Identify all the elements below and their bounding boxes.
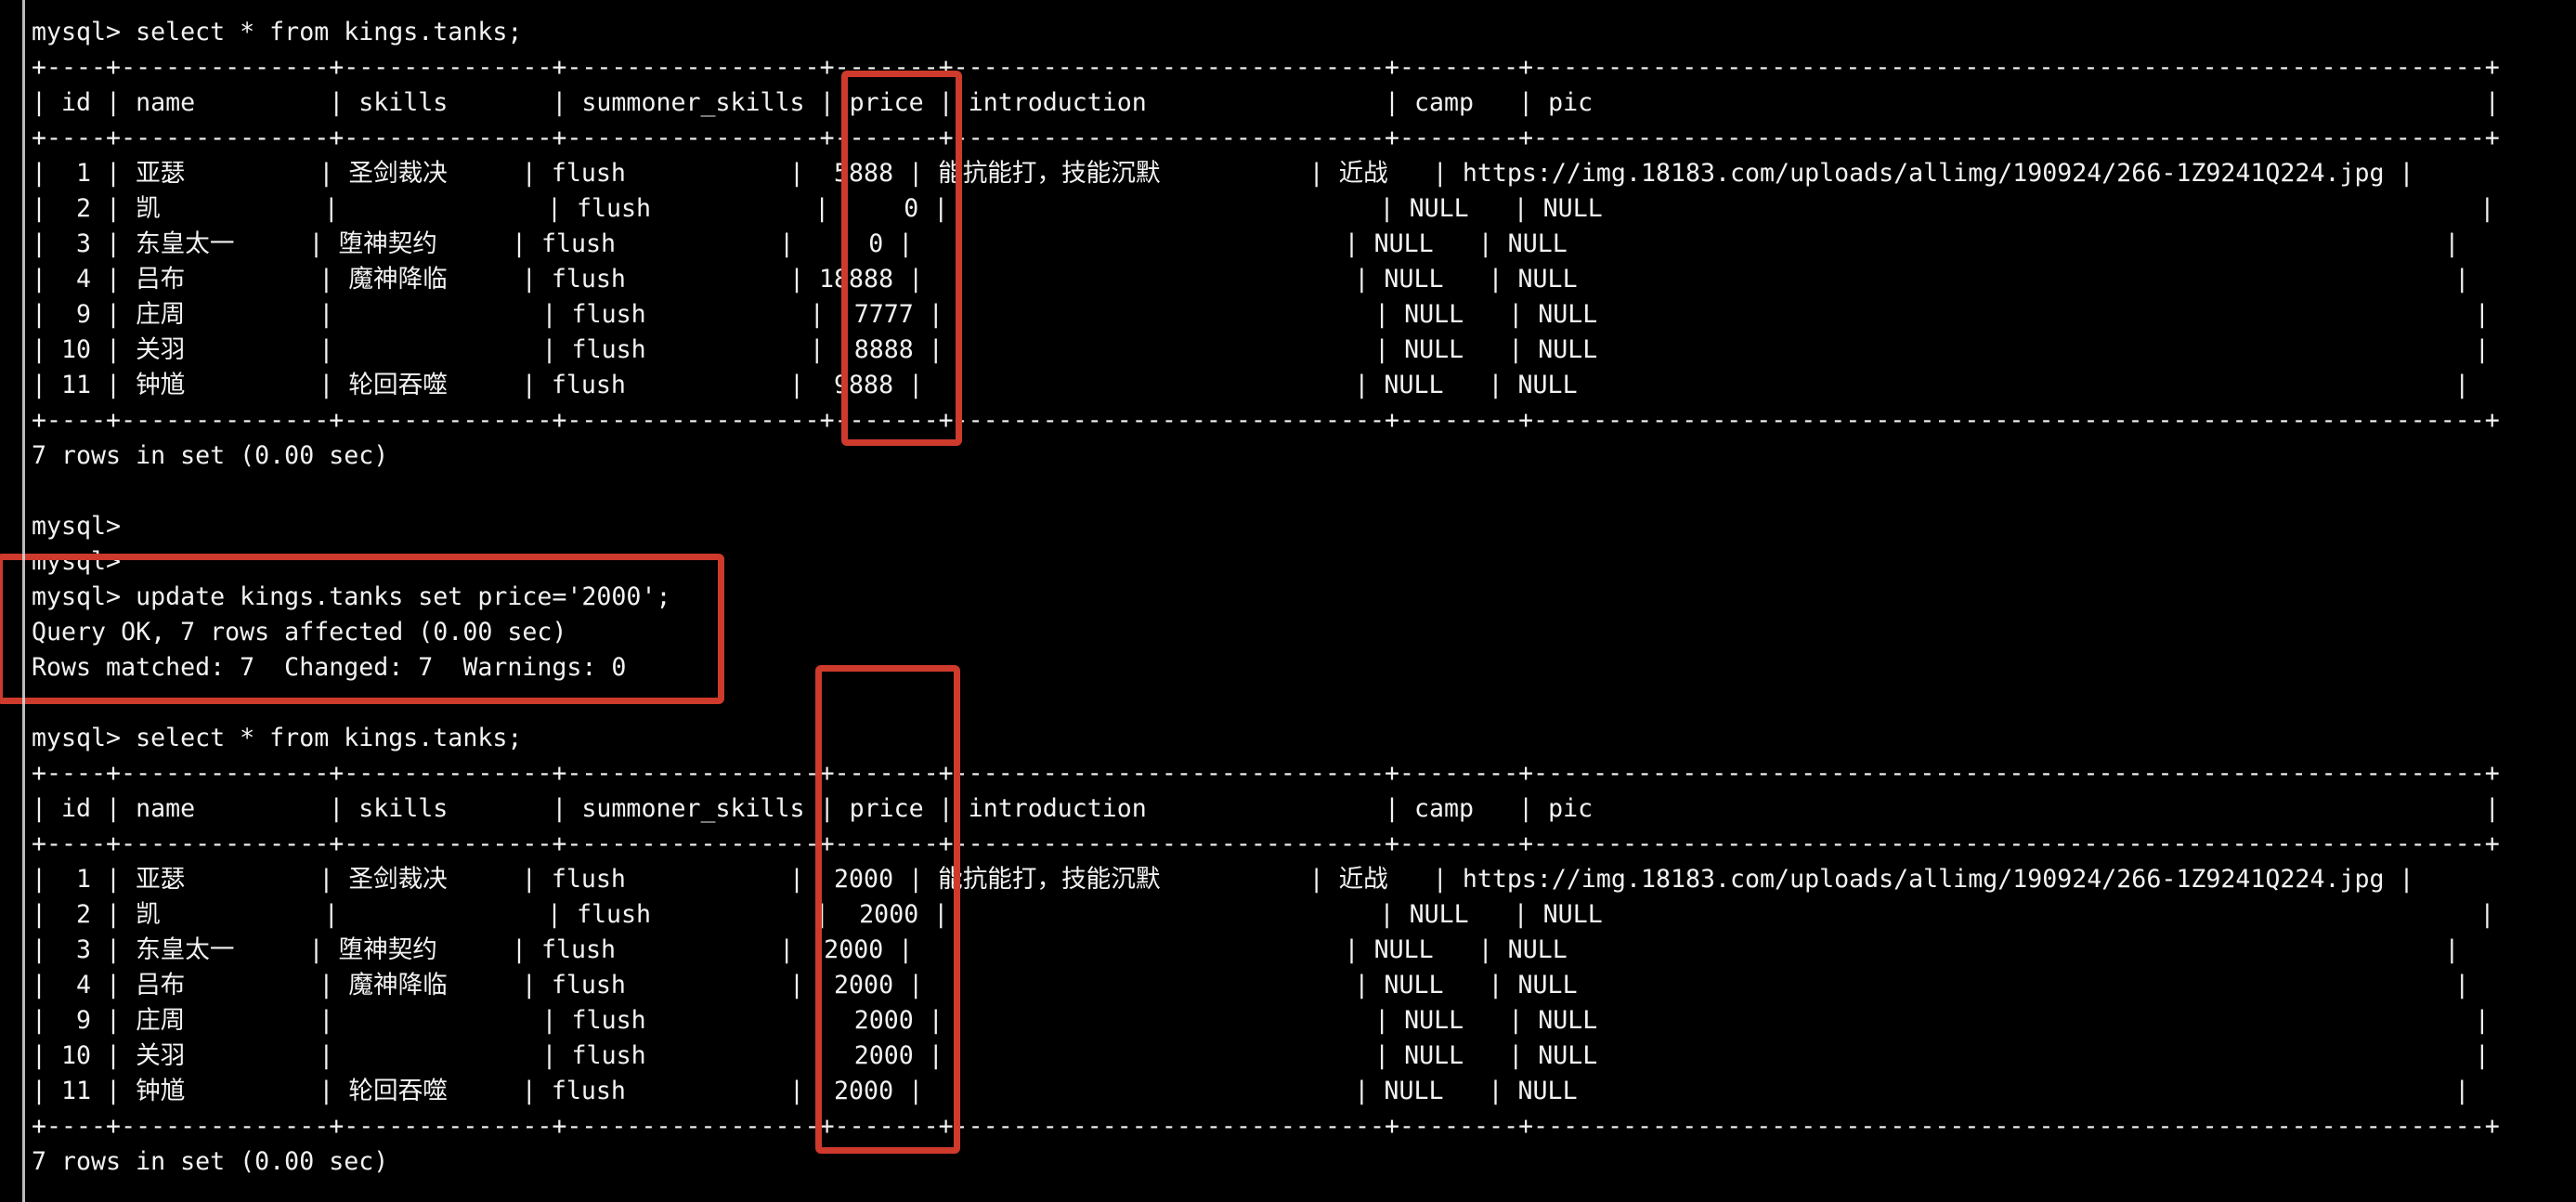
terminal-line: | 1 | 亚瑟 | 圣剑裁决 | flush | 2000 | 能抗能打，技能… (32, 865, 2414, 894)
terminal-line: +----+--------------+--------------+----… (32, 759, 2500, 788)
terminal-line: | 2 | 凯 | | flush | 2000 | | NULL | NULL… (32, 900, 2495, 929)
terminal-line: +----+--------------+--------------+----… (32, 1112, 2500, 1141)
terminal-line: 7 rows in set (0.00 sec) (32, 441, 389, 470)
window-edge-line (22, 0, 25, 1202)
terminal-line: mysql> select * from kings.tanks; (32, 724, 523, 752)
terminal-line: +----+--------------+--------------+----… (32, 124, 2500, 152)
terminal-line (32, 686, 2500, 721)
terminal-line: +----+--------------+--------------+----… (32, 406, 2500, 435)
terminal-line: Rows matched: 7 Changed: 7 Warnings: 0 (32, 653, 627, 682)
terminal-line: | id | name | skills | summoner_skills |… (32, 794, 2500, 823)
terminal-line: | 10 | 关羽 | | flush | 8888 | | NULL | NU… (32, 335, 2490, 364)
terminal-line: | id | name | skills | summoner_skills |… (32, 88, 2500, 117)
terminal-line: | 2 | 凯 | | flush | 0 | | NULL | NULL | (32, 194, 2495, 223)
terminal-line: | 4 | 吕布 | 魔神降临 | flush | 2000 | | NULL … (32, 971, 2470, 999)
terminal-line: | 9 | 庄周 | | flush | 7777 | | NULL | NUL… (32, 300, 2490, 329)
terminal-line (32, 474, 2500, 509)
terminal-line: | 9 | 庄周 | | flush | 2000 | | NULL | NUL… (32, 1006, 2490, 1035)
terminal-line: | 1 | 亚瑟 | 圣剑裁决 | flush | 5888 | 能抗能打，技能… (32, 159, 2414, 188)
terminal-line: | 11 | 钟馗 | 轮回吞噬 | flush | 9888 | | NULL… (32, 371, 2470, 399)
terminal-line: | 11 | 钟馗 | 轮回吞噬 | flush | 2000 | | NULL… (32, 1077, 2470, 1105)
terminal-line: mysql> (32, 547, 122, 576)
terminal-line: mysql> select * from kings.tanks; (32, 18, 523, 46)
terminal-line: | 10 | 关羽 | | flush | 2000 | | NULL | NU… (32, 1041, 2490, 1070)
terminal-line: 7 rows in set (0.00 sec) (32, 1147, 389, 1176)
terminal-line: | 3 | 东皇太一 | 堕神契约 | flush | 2000 | | NUL… (32, 935, 2460, 964)
terminal-line: | 4 | 吕布 | 魔神降临 | flush | 18888 | | NULL… (32, 265, 2470, 294)
terminal-line: +----+--------------+--------------+----… (32, 53, 2500, 82)
terminal-line: mysql> update kings.tanks set price='200… (32, 582, 671, 611)
terminal-line: | 3 | 东皇太一 | 堕神契约 | flush | 0 | | NULL |… (32, 229, 2460, 258)
terminal-line: +----+--------------+--------------+----… (32, 830, 2500, 858)
terminal-output[interactable]: mysql> select * from kings.tanks; +----+-… (0, 0, 2500, 1180)
terminal-line: Query OK, 7 rows affected (0.00 sec) (32, 618, 567, 647)
terminal-line: mysql> (32, 512, 122, 541)
